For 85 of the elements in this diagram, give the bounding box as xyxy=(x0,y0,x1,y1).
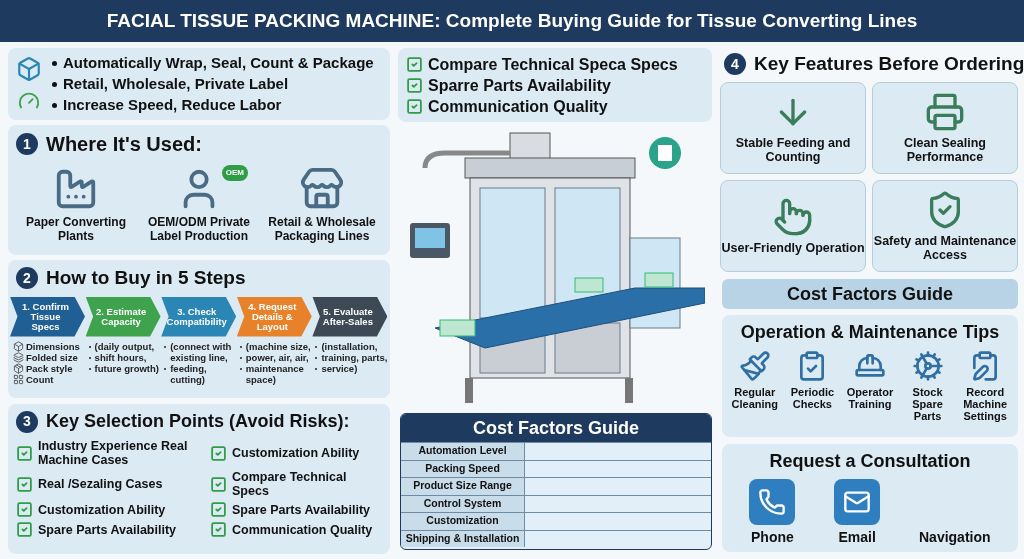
checklist-text: Spare Parts Availability xyxy=(232,502,371,517)
step-banner xyxy=(312,296,388,337)
table-cell: Control System xyxy=(401,495,525,512)
step-detail: maintenance space) xyxy=(245,362,304,385)
contact-label: Navigation xyxy=(919,528,991,547)
number-badge: 3 xyxy=(16,410,38,433)
checklist-text: Sparre Parts Availability xyxy=(428,75,611,96)
table-cell: Customization xyxy=(401,513,525,530)
title-bar: FACIAL TISSUE PACKING MACHINE: Complete Buying Guide for Tissue Converting Lines xyxy=(0,0,1024,42)
step-label: 4. Request Details & Layout xyxy=(247,301,298,332)
use-case-label: Paper Converting Plants xyxy=(25,215,127,243)
consultation-panel xyxy=(722,444,1018,552)
checklist-text: Spare Parts Availability xyxy=(38,522,177,537)
tip-label: Operator Training xyxy=(845,386,895,410)
section-panel xyxy=(8,404,390,554)
tips-panel xyxy=(722,315,1018,437)
step-detail: Folded size xyxy=(26,351,78,363)
step-detail: training, parts, xyxy=(321,351,388,363)
use-case-label: OEM/ODM Private Label Production xyxy=(147,215,251,243)
checklist-text: Real /Sezaling Cases xyxy=(38,477,163,491)
feature-label: User-Friendly Operation xyxy=(721,241,865,255)
step-banner xyxy=(10,296,85,337)
feature-label: Safety and Maintenance Access xyxy=(873,234,1017,262)
section-heading: How to Buy in 5 Steps xyxy=(46,266,246,290)
step-detail: feeding, cutting) xyxy=(170,362,208,385)
tip-label: Periodic Checks xyxy=(789,386,836,410)
number-badge: 4 xyxy=(724,53,746,75)
table-header: Cost Factors Guide xyxy=(401,414,711,442)
table-cell: Product Size Range xyxy=(401,478,525,495)
cost-table xyxy=(400,413,712,550)
table-cell: Packing Speed xyxy=(401,460,525,477)
checklist-text: Communication Quality xyxy=(232,522,373,537)
step-detail: (installation, xyxy=(321,340,378,352)
step-detail: Pack style xyxy=(26,362,73,374)
contact-label: Email xyxy=(838,528,876,547)
number-badge: 1 xyxy=(16,133,38,155)
section-panel xyxy=(8,260,390,398)
feature-label: Stable Feeding and Counting xyxy=(734,136,852,164)
section-heading: Operation & Maintenance Tips xyxy=(739,321,1001,344)
table-cell: Shipping & Installation xyxy=(401,530,525,547)
step-detail: Count xyxy=(26,373,54,385)
checklist-text: Compare Technical Speca Specs xyxy=(428,54,678,75)
step-detail: shift hours, xyxy=(94,351,147,363)
feature-card xyxy=(872,180,1018,272)
checklist-text: Customization Ability xyxy=(232,446,360,460)
feature-card xyxy=(720,180,866,272)
section-heading: Key Features Before Ordering xyxy=(754,49,1024,79)
intro-panel xyxy=(8,48,390,120)
step-banner xyxy=(85,296,161,337)
step-detail: service) xyxy=(321,362,358,374)
section-panel xyxy=(8,125,390,255)
tip-label: Regular Cleaning xyxy=(730,386,779,410)
step-detail: Dimensions xyxy=(26,340,80,352)
step-banner xyxy=(236,296,312,337)
tip-label: Stock Spare Parts xyxy=(911,386,944,422)
use-case-label: Retail & Wholesale Packaging Lines xyxy=(267,215,377,243)
number-badge: 2 xyxy=(16,267,38,290)
badge: OEM xyxy=(221,165,248,181)
bullet-text: Automatically Wrap, Seal, Count & Package xyxy=(63,53,374,73)
feature-card xyxy=(720,82,866,174)
contact-label: Phone xyxy=(751,528,794,547)
checklist-panel xyxy=(398,48,712,122)
step-detail: (daily output, xyxy=(94,340,155,352)
section-heading: Key Selection Points (Avoid Risks): xyxy=(46,410,350,433)
step-detail: power, air, air, xyxy=(245,351,309,363)
section-heading: Where It's Used: xyxy=(46,132,202,157)
checklist-text: Industry Experience Real Machine Cases xyxy=(38,439,189,467)
checklist-text: Communication Quality xyxy=(428,96,608,117)
step-label: 5. Evaluate After-Sales xyxy=(321,306,374,327)
step-banner xyxy=(161,296,237,337)
step-detail: future growth) xyxy=(94,362,159,374)
section-bar: Cost Factors Guide xyxy=(722,279,1018,309)
section-heading: Request a Consultation xyxy=(768,450,972,473)
bullet-text: Retail, Wholesale, Private Label xyxy=(63,74,289,94)
tip-label: Record Machine Settings xyxy=(962,386,1009,422)
table-cell: Automation Level xyxy=(401,443,525,460)
step-label: 3. Check Compatibility xyxy=(166,306,227,327)
step-label: 2. Estimate Capacity xyxy=(95,306,148,327)
checklist-text: Compare Technical Specs xyxy=(232,470,348,498)
step-label: 1. Confirm Tissue Specs xyxy=(21,301,70,332)
feature-label: Clean Sealing Performance xyxy=(903,136,987,164)
checklist-text: Customization Ability xyxy=(38,502,166,517)
bullet-text: Increase Speed, Reduce Labor xyxy=(63,95,282,115)
step-detail: (machine size, xyxy=(245,340,311,352)
feature-card xyxy=(872,82,1018,174)
